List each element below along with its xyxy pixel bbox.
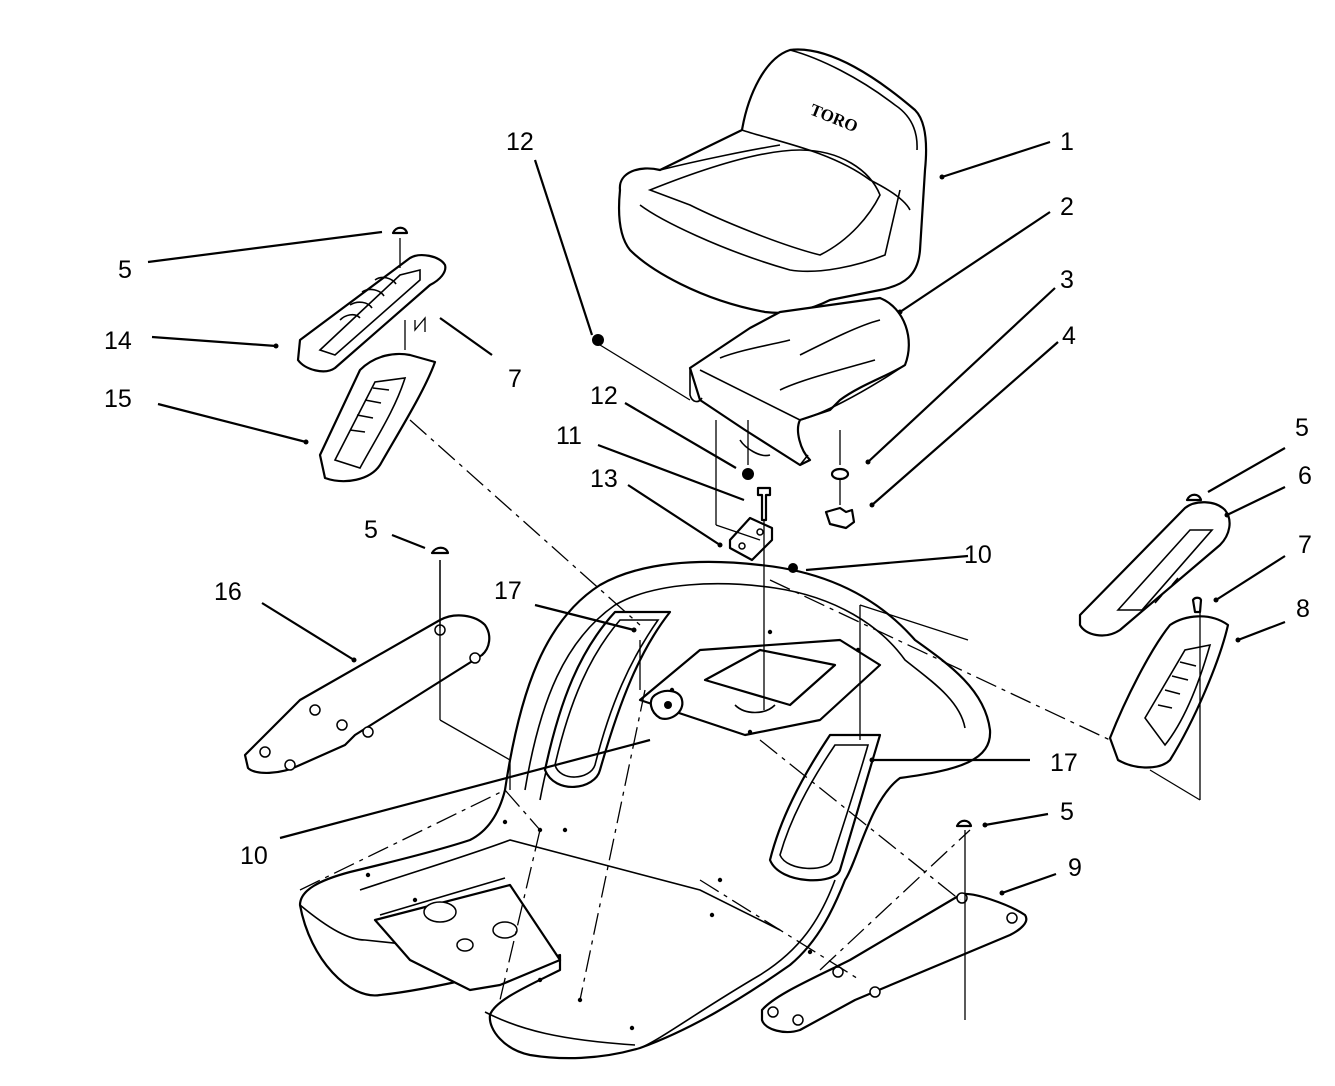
seat: TORO: [617, 48, 928, 314]
right-shift-plates: [1078, 501, 1231, 769]
callout-14: 14: [104, 327, 132, 355]
callout-9: 9: [1068, 854, 1082, 882]
callout-4: 4: [1062, 322, 1076, 350]
callout-16: 16: [214, 578, 242, 606]
callout-6: 6: [1298, 462, 1312, 490]
callout-17-right: 17: [1050, 749, 1078, 777]
fender-deck: [298, 560, 992, 1060]
callout-5-right-bottom: 5: [1060, 798, 1074, 826]
assembly-lines: [299, 238, 1201, 1020]
callout-3: 3: [1060, 266, 1074, 294]
callout-7-left: 7: [508, 365, 522, 393]
callout-8: 8: [1296, 595, 1310, 623]
callout-5-left-mid: 5: [364, 516, 378, 544]
right-footrest-panel: [760, 892, 1028, 1034]
callout-17-left: 17: [494, 577, 522, 605]
callout-11: 11: [556, 422, 582, 450]
left-footrest-panel: [243, 614, 491, 774]
callout-2: 2: [1060, 193, 1074, 221]
seat-pan: [688, 296, 910, 467]
callout-5-right-top: 5: [1295, 414, 1309, 442]
callout-10-upper: 10: [964, 541, 992, 569]
callout-15: 15: [104, 385, 132, 413]
left-shift-plates: [296, 254, 447, 483]
hardware: [391, 226, 1203, 828]
callout-13: 13: [590, 465, 618, 493]
callout-labels: 1 2 3 4 5 5 5 5 6 7 7 8 9 10 10 11 12 12…: [104, 128, 1312, 882]
leader-lines: [147, 140, 1286, 896]
callout-1: 1: [1060, 128, 1074, 156]
callout-10-lower: 10: [240, 842, 268, 870]
callout-12-lower: 12: [590, 382, 618, 410]
callout-12-upper: 12: [506, 128, 534, 156]
callout-5-left-top: 5: [118, 256, 132, 284]
callout-7-right: 7: [1298, 531, 1312, 559]
